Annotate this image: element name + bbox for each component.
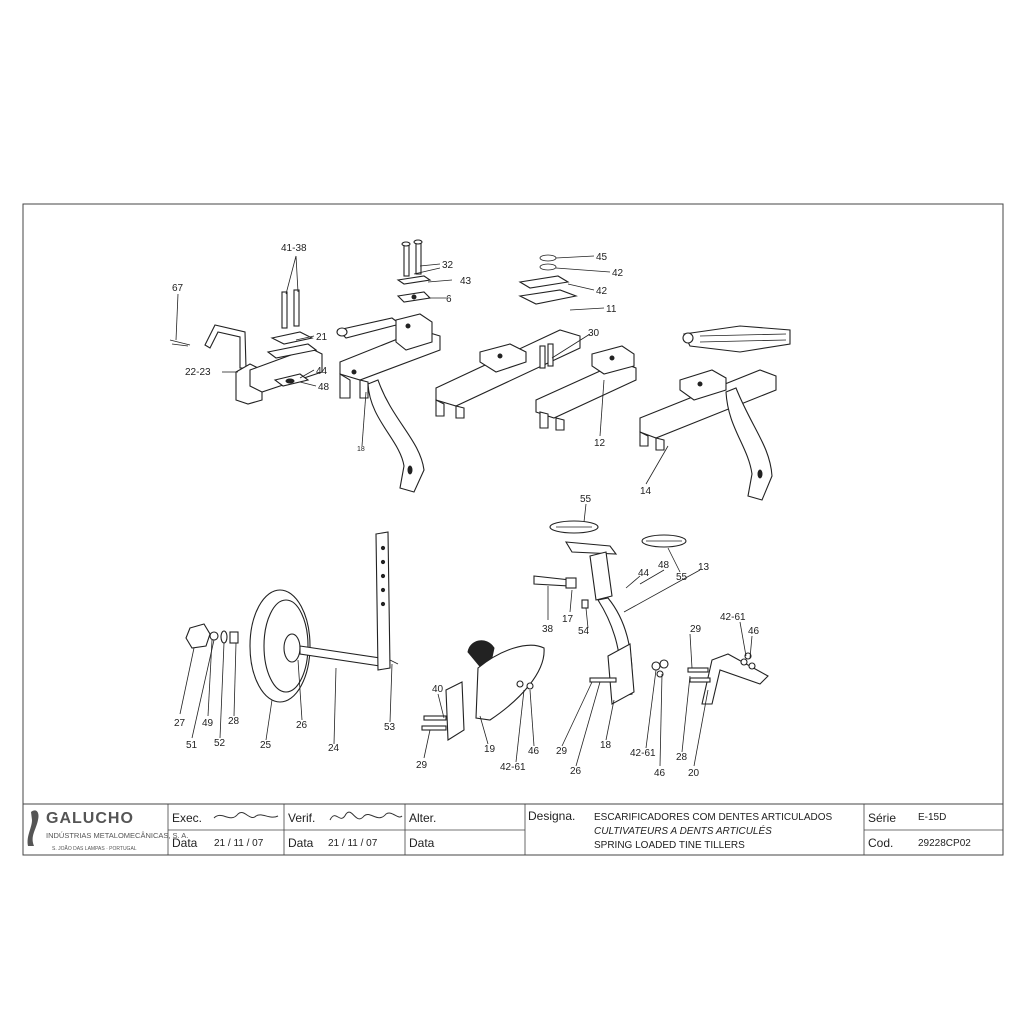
assembly-spring-tine-13	[533, 520, 687, 705]
callout-labels: 41-38 67 21 22-23 44 48 18 32 43 6 45 42…	[172, 243, 760, 779]
assembly-point-20	[687, 652, 769, 705]
galucho-logo: GALUCHO INDÚSTRIAS METALOMECÂNICAS, S. A…	[27, 810, 188, 852]
callout-24: 24	[328, 743, 340, 754]
callout-32: 32	[442, 260, 454, 271]
assembly-depth-wheel	[185, 531, 399, 703]
callout-44: 44	[316, 366, 328, 377]
callout-17: 17	[562, 614, 574, 625]
callout-26-tine: 26	[570, 766, 582, 777]
callout-6: 6	[446, 294, 452, 305]
company-subtitle: INDÚSTRIAS METALOMECÂNICAS, S. A.	[46, 831, 188, 840]
callout-11: 11	[606, 304, 617, 315]
cod-label: Cod.	[868, 836, 893, 850]
alter-label: Alter.	[409, 811, 436, 825]
data-label-exec: Data	[172, 836, 198, 850]
data-value-exec: 21 / 11 / 07	[214, 838, 264, 849]
callout-48: 48	[318, 382, 330, 393]
callout-42-61-right: 42-61	[720, 612, 746, 623]
callout-54: 54	[578, 626, 590, 637]
callout-18: 18	[357, 446, 365, 453]
callout-49: 49	[202, 718, 214, 729]
callout-38: 38	[542, 624, 554, 635]
designa-label: Designa.	[528, 809, 575, 823]
callout-20: 20	[688, 768, 700, 779]
verif-label: Verif.	[288, 811, 315, 825]
callout-21: 21	[316, 332, 328, 343]
title-block: GALUCHO INDÚSTRIAS METALOMECÂNICAS, S. A…	[22, 803, 1004, 856]
callout-67: 67	[172, 283, 184, 294]
callout-12: 12	[594, 438, 606, 449]
callout-46-tine: 46	[654, 768, 666, 779]
data-value-verif: 21 / 11 / 07	[328, 838, 378, 849]
callout-27: 27	[174, 718, 186, 729]
assembly-bolts-plates-center	[396, 239, 432, 303]
callout-55: 55	[580, 494, 592, 505]
callout-29-tine: 29	[556, 746, 568, 757]
verif-signature	[329, 811, 403, 821]
data-label-verif: Data	[288, 836, 314, 850]
designation-pt: ESCARIFICADORES COM DENTES ARTICULADOS	[594, 812, 833, 823]
callout-46-shovel: 46	[528, 746, 540, 757]
callout-26-wheel: 26	[296, 720, 308, 731]
designation-en: SPRING LOADED TINE TILLERS	[594, 840, 745, 851]
callout-44-tine: 44	[638, 568, 650, 579]
leader-lines	[175, 255, 753, 767]
callout-18-tine: 18	[600, 740, 612, 751]
assembly-shovel-19	[421, 640, 545, 741]
callout-51: 51	[186, 740, 198, 751]
assembly-tine-frame-right	[639, 325, 791, 501]
designation-fr: CULTIVATEURS A DENTS ARTICULÉS	[594, 824, 772, 837]
assembly-frame-bar-12	[535, 343, 637, 431]
callout-40: 40	[432, 684, 444, 695]
callout-42-plate: 42	[596, 286, 608, 297]
company-location: S. JOÃO DAS LAMPAS · PORTUGAL	[52, 845, 137, 852]
data-label-alter: Data	[409, 836, 435, 850]
callout-28-point: 28	[676, 752, 688, 763]
callout-53: 53	[384, 722, 396, 733]
exec-label: Exec.	[172, 811, 202, 825]
callout-48-tine: 48	[658, 560, 670, 571]
assembly-tine-frame-left	[336, 313, 441, 493]
callout-14: 14	[640, 486, 652, 497]
cod-value: 29228CP02	[918, 838, 971, 849]
callout-30: 30	[588, 328, 600, 339]
sheet-border	[22, 203, 1004, 856]
callout-42-61-tine: 42-61	[630, 748, 656, 759]
exec-signature	[213, 812, 279, 819]
callout-52: 52	[214, 738, 226, 749]
callout-22-23: 22-23	[185, 367, 211, 378]
callout-13: 13	[698, 562, 710, 573]
serie-value: E-15D	[918, 812, 946, 823]
callout-45: 45	[596, 252, 608, 263]
company-name: GALUCHO	[46, 810, 134, 827]
callout-29-right: 29	[690, 624, 702, 635]
callout-28-wheel: 28	[228, 716, 240, 727]
callout-41-38: 41-38	[281, 243, 307, 254]
callout-42-61-shovel: 42-61	[500, 762, 526, 773]
callout-19: 19	[484, 744, 496, 755]
callout-46-right: 46	[748, 626, 760, 637]
callout-42: 42	[612, 268, 624, 279]
callout-29-shovel: 29	[416, 760, 428, 771]
callout-25: 25	[260, 740, 272, 751]
serie-label: Série	[868, 811, 896, 825]
callout-55-spring: 55	[676, 572, 688, 583]
callout-43: 43	[460, 276, 472, 287]
assembly-hitch-clamp	[169, 289, 323, 405]
